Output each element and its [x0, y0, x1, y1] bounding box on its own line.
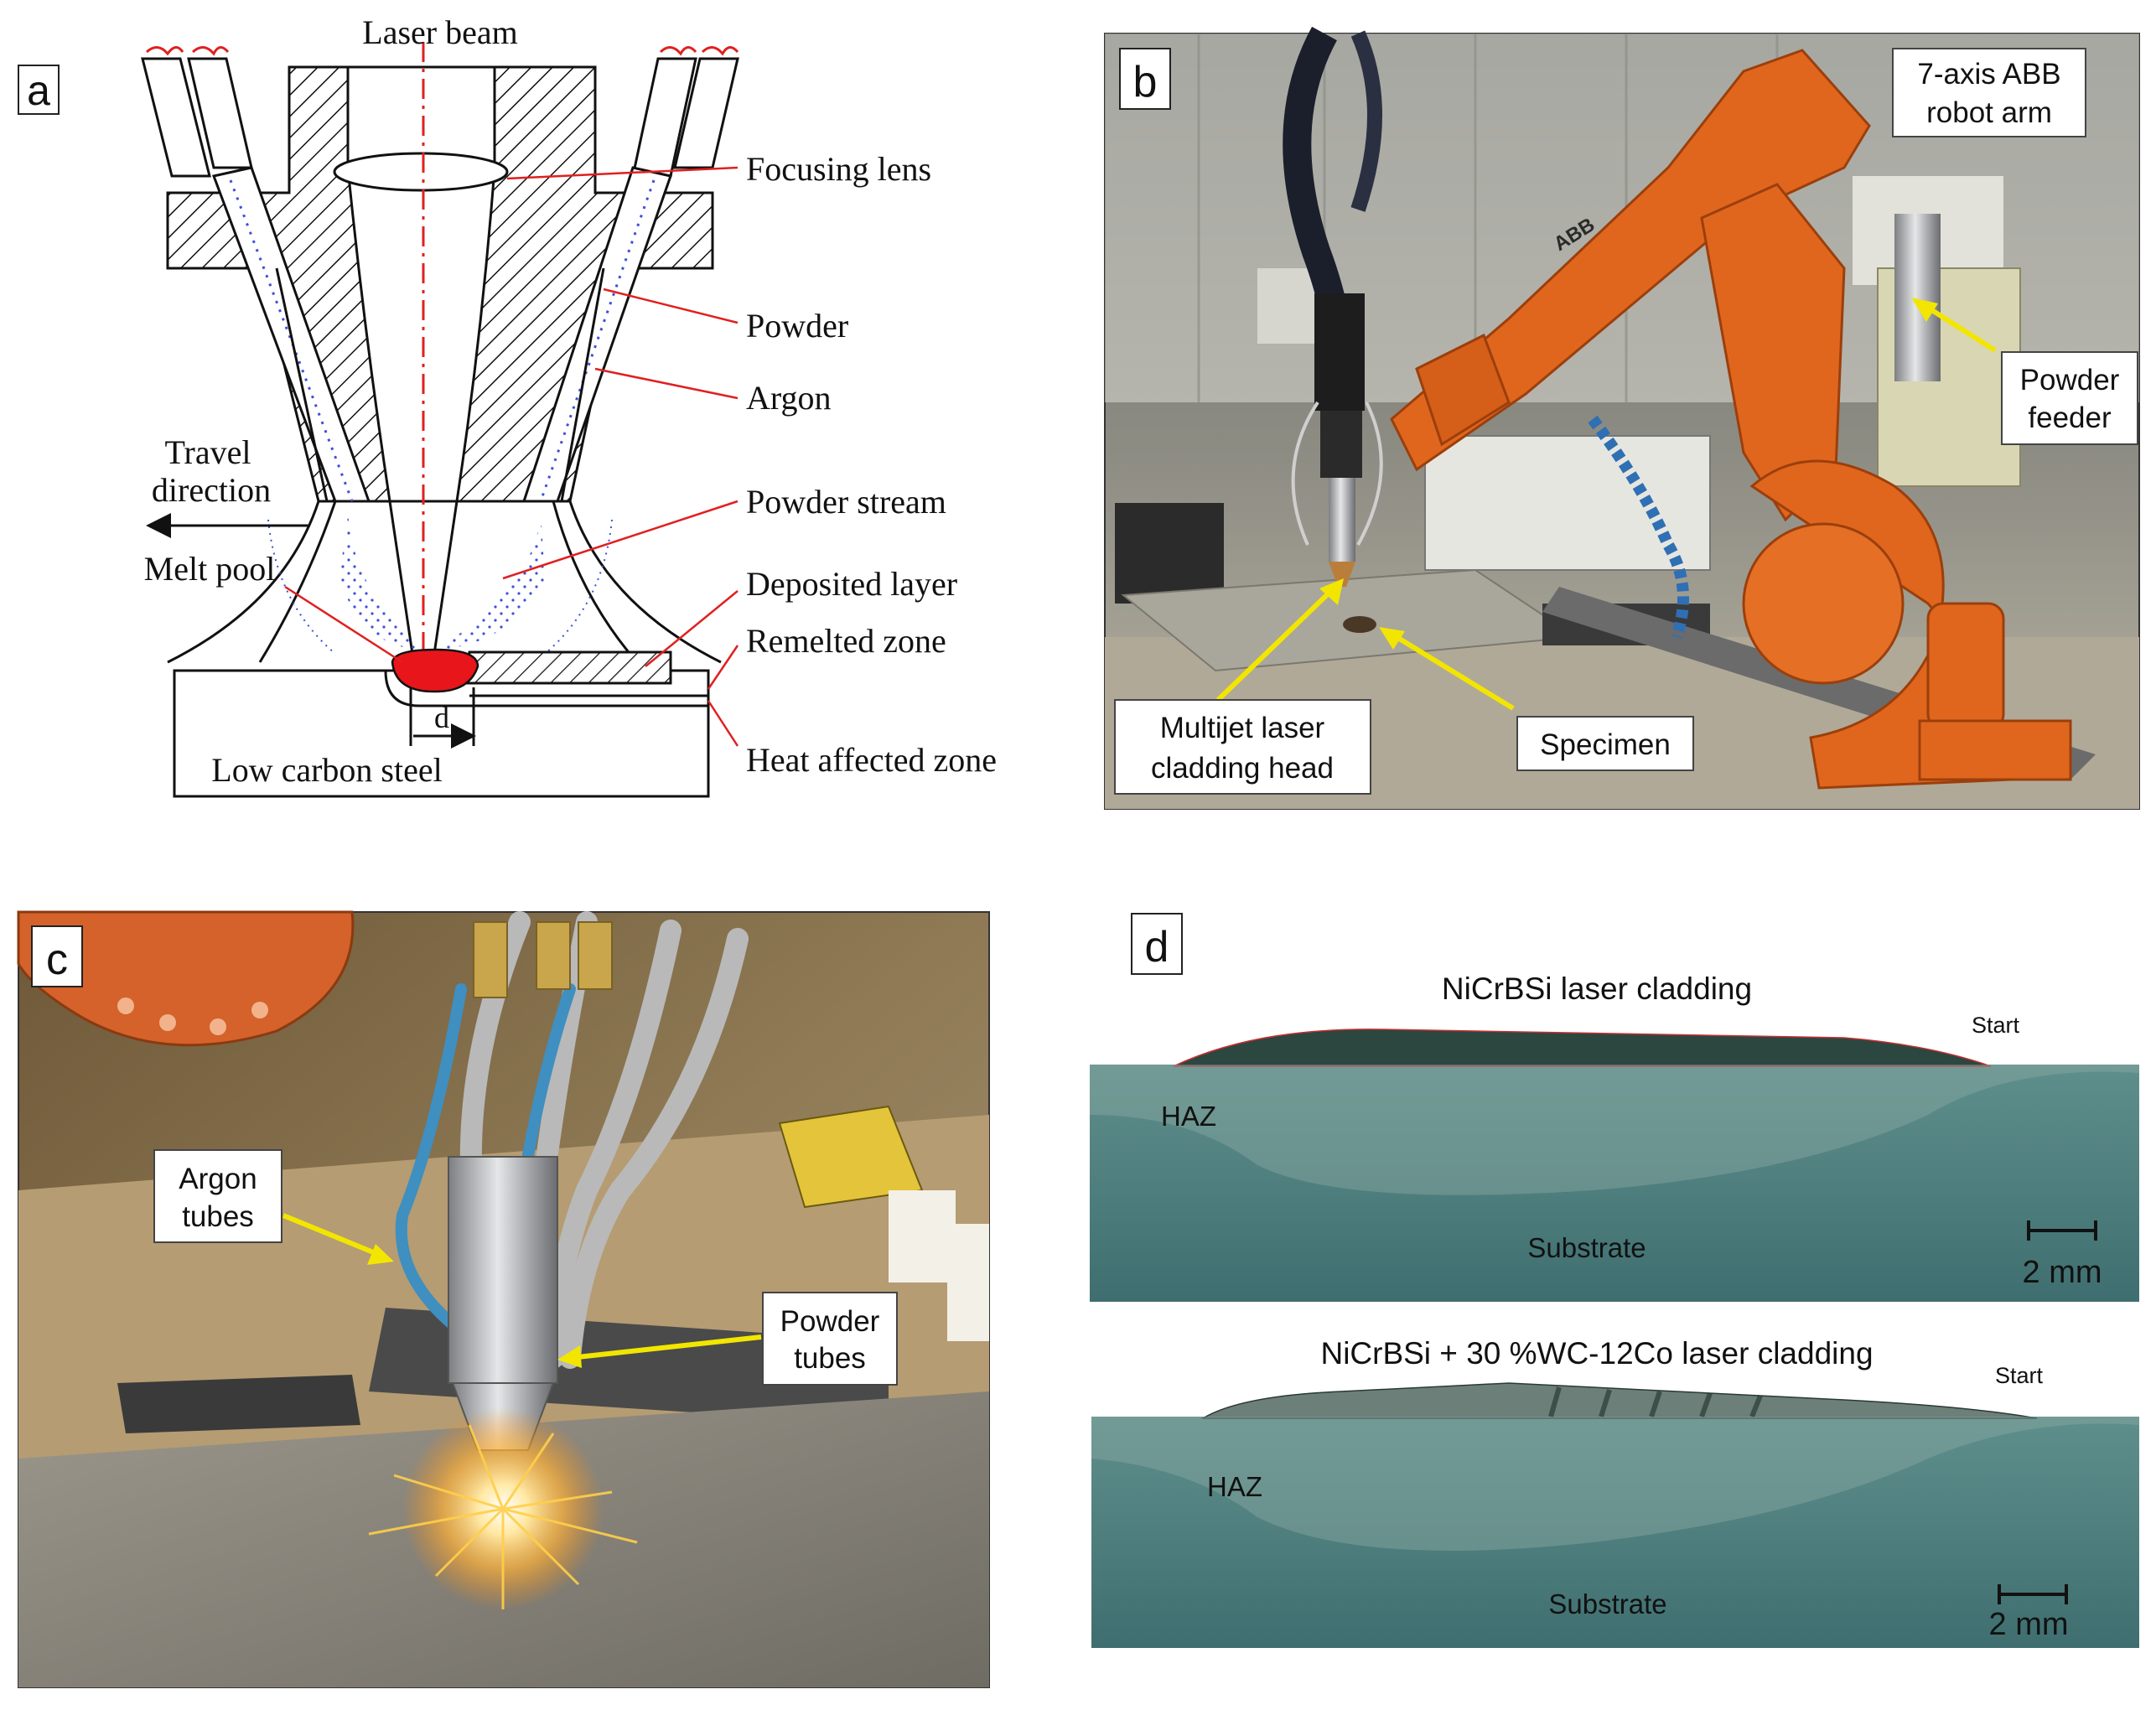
label-laser-beam: Laser beam: [362, 13, 517, 51]
label-deposited-layer: Deposited layer: [746, 565, 957, 603]
label-robot-arm-line2: robot arm: [1926, 96, 2052, 129]
label-cladding-head-line1: Multijet laser: [1160, 712, 1325, 744]
spark-rays: [368, 1424, 638, 1609]
bottom-section-substrate: Substrate: [1548, 1588, 1666, 1619]
panel-a-letter-box: [18, 65, 60, 115]
robot-arm: [1390, 49, 2072, 790]
bottom-scale-label: 2 mm: [1989, 1607, 2069, 1642]
fiber-connector-left: [141, 46, 253, 178]
dimension-d: [409, 687, 476, 749]
bottom-section-haz: HAZ: [1207, 1471, 1262, 1502]
top-cross-section: [1090, 1065, 2139, 1302]
top-section-title: NiCrBSi laser cladding: [1442, 972, 1752, 1006]
substrate-block: [173, 650, 710, 798]
label-argon: Argon: [746, 379, 831, 417]
panel-b-letter: b: [1133, 58, 1158, 106]
top-clad-bead: [1173, 1029, 1992, 1067]
panel-c-letter: c: [46, 935, 68, 984]
label-melt-pool: Melt pool: [144, 550, 276, 588]
label-low-carbon-steel: Low carbon steel: [211, 751, 442, 789]
label-powder-feeder-line1: Powder: [2020, 364, 2120, 396]
bottom-section-start: Start: [1995, 1363, 2044, 1388]
panel-c-arrows: [282, 1213, 762, 1368]
panel-a-letter: a: [27, 67, 50, 114]
label-direction: direction: [152, 471, 271, 509]
top-section-substrate: Substrate: [1527, 1232, 1646, 1263]
panel-b-photo: ABB 7-axis ABB robot arm Powder feeder M…: [1104, 26, 2140, 810]
melt-pool-shape: [391, 648, 479, 693]
label-powder-tubes-line2: tubes: [794, 1342, 866, 1375]
label-powder-tubes-line1: Powder: [780, 1305, 880, 1338]
bottom-scale-bar: [1998, 1584, 2068, 1604]
label-travel: Travel: [165, 433, 251, 471]
label-cladding-head-line2: cladding head: [1151, 752, 1334, 785]
label-robot-arm-line1: 7-axis ABB: [1917, 58, 2060, 91]
label-leaders: [284, 166, 739, 747]
bottom-section-title: NiCrBSi + 30 %WC-12Co laser cladding: [1320, 1336, 1873, 1371]
panel-a-schematic: a: [18, 13, 997, 798]
label-d: d: [434, 701, 449, 734]
label-remelted-zone: Remelted zone: [746, 622, 946, 660]
top-section-haz: HAZ: [1161, 1101, 1216, 1132]
bottom-cross-section: [1091, 1417, 2139, 1648]
top-scale-label: 2 mm: [2023, 1255, 2102, 1290]
label-powder-feeder-line2: feeder: [2028, 402, 2112, 434]
label-focusing-lens: Focusing lens: [746, 150, 931, 188]
panel-d-micrographs: d NiCrBSi laser cladding Start HAZ Subst…: [1090, 913, 2139, 1648]
focusing-lens-shape: [333, 152, 509, 192]
bottom-clad-bead: [1200, 1382, 2038, 1419]
panel-c-photo: Argon tubes Powder tubes c: [17, 910, 990, 1688]
label-specimen: Specimen: [1540, 728, 1671, 761]
fiber-connector-right: [631, 46, 739, 178]
top-section-start: Start: [1972, 1013, 2020, 1038]
label-heat-affected-zone: Heat affected zone: [746, 741, 997, 779]
label-powder: Powder: [746, 307, 848, 345]
powder-stream-dots: [267, 511, 613, 655]
top-scale-bar: [2027, 1220, 2097, 1241]
specimen-shape: [1343, 616, 1376, 633]
panel-b-arrows: [1215, 298, 1997, 711]
laser-head: [1291, 293, 1383, 587]
label-argon-tubes-line2: tubes: [182, 1200, 254, 1233]
panel-d-letter: d: [1145, 923, 1169, 972]
label-powder-stream: Powder stream: [746, 483, 946, 521]
label-argon-tubes-line1: Argon: [179, 1163, 257, 1195]
nozzle-shape: [448, 1156, 558, 1384]
